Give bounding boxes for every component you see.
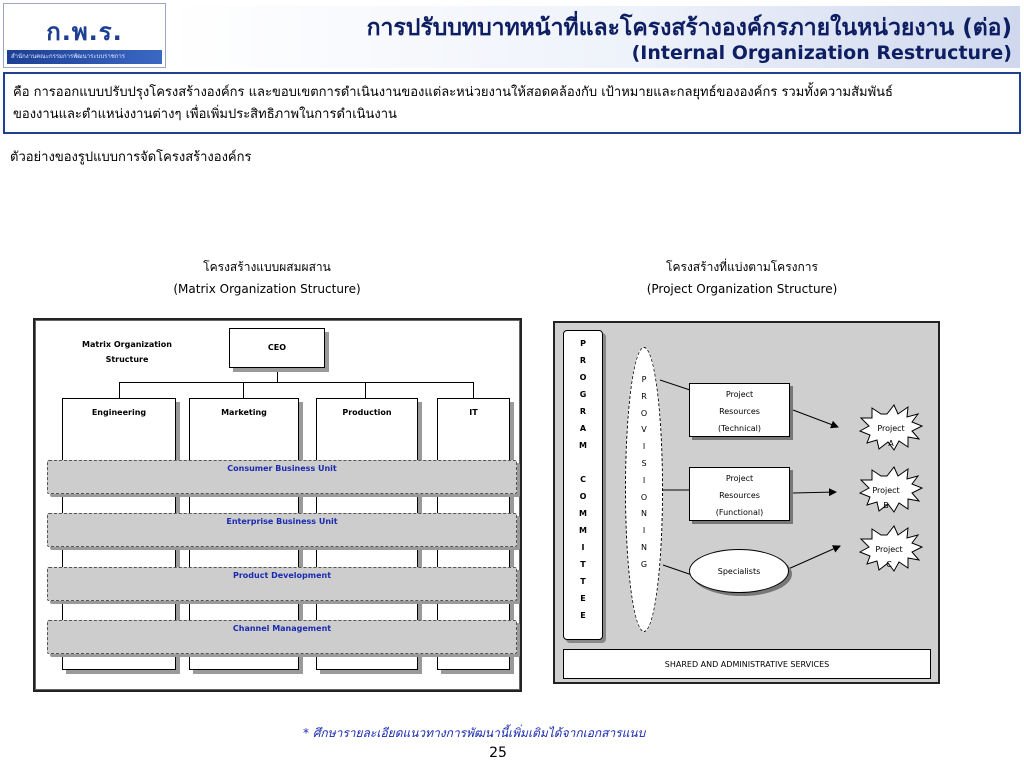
dept-connector-2 [243,382,244,398]
shared-services-bar: SHARED AND ADMINISTRATIVE SERVICES [563,649,931,679]
unit-channel-management: Channel Management [47,620,517,654]
program-committee-letter: E [580,594,586,603]
provisioning-letter: V [641,425,647,435]
project-caption-en: (Project Organization Structure) [646,282,838,296]
prov-to-technical [659,379,691,391]
provisioning-letter: N [641,542,647,552]
project-a-label: Project A [861,419,921,449]
definition-box: คือ การออกแบบปรับปรุงโครงสร้างองค์กร และ… [3,72,1021,134]
project-resources-technical: Project Resources (Technical) [689,383,790,437]
provisioning-letter: P [641,375,647,384]
project-a-line-1: Project [877,424,905,433]
matrix-caption-th: โครงสร้างแบบผสมผสาน [203,260,331,274]
definition-line-2: ของงานและตำแหน่งงานต่างๆ เพื่อเพิ่มประสิ… [13,107,397,122]
technical-line-1: Project [725,390,754,399]
title-band: การปรับบทบาทหน้าที่และโครงสร้างองค์กรภาย… [168,6,1020,68]
project-b-line-1: Project [872,486,900,495]
logo: ก.พ.ร. สำนักงานคณะกรรมการพัฒนาระบบราชการ [3,3,166,68]
project-resources-functional: Project Resources (Functional) [689,467,790,521]
program-committee-letter: I [581,543,585,552]
program-committee-letter: E [580,611,586,620]
program-committee-letter: M [579,509,587,518]
dept-connector-1 [119,382,120,398]
logo-text: ก.พ.ร. [46,18,123,46]
matrix-label-line-1: Matrix Organization [82,340,172,349]
project-c-line-1: Project [875,545,903,554]
unit-product-development: Product Development [47,567,517,601]
program-committee-letter: A [579,424,587,433]
program-committee-letter: O [579,492,587,501]
provisioning-letter: N [641,509,647,519]
provisioning-letter: I [642,526,646,536]
program-committee-letter: T [580,577,586,586]
specialists-ellipse: Specialists [689,549,789,593]
unit-enterprise: Enterprise Business Unit [47,513,517,547]
provisioning-letter: O [640,408,648,418]
arrow-to-project-b [792,488,837,497]
matrix-label-line-2: Structure [105,355,149,364]
program-committee-letter: M [579,441,587,450]
program-committee-letter: O [579,373,587,382]
project-caption-th: โครงสร้างที่แบ่งตามโครงการ [666,260,818,274]
provisioning-letter: G [640,559,648,569]
arrow-to-project-c [785,545,841,571]
functional-line-2: Resources [719,491,760,500]
provisioning-letter: R [641,391,647,401]
project-b-burst [858,466,924,513]
dept-connector-4 [473,382,474,398]
provisioning-letter: S [641,458,647,468]
ceo-box: CEO [229,328,325,368]
program-committee-letter [564,454,602,471]
dept-connector-3 [365,382,366,398]
logo-subtext: สำนักงานคณะกรรมการพัฒนาระบบราชการ [7,50,162,64]
functional-line-1: Project [725,474,754,483]
prov-to-specialists [662,564,693,576]
ceo-connector [277,369,278,382]
program-committee-letter: R [579,407,587,416]
program-committee-letter: R [579,356,587,365]
technical-line-3: (Technical) [718,424,761,433]
functional-line-3: (Functional) [715,508,764,517]
provisioning-letter: I [642,475,646,485]
project-b-label: Project B [856,481,916,511]
page-title-en: (Internal Organization Restructure) [631,42,1012,64]
project-c-burst [858,525,924,572]
arrow-to-project-a [792,409,839,429]
technical-line-2: Resources [719,407,760,416]
dept-connector-bar [119,382,474,383]
provisioning-letter: O [640,492,648,502]
provisioning-letter: I [642,442,646,452]
matrix-label: Matrix Organization Structure [72,337,182,367]
program-committee-letter: M [579,526,587,535]
program-committee-letter: G [579,390,587,399]
examples-subtitle: ตัวอย่างของรูปแบบการจัดโครงสร้างองค์กร [10,150,252,165]
project-a-line-2: A [888,439,894,448]
page-title-th: การปรับบทบาทหน้าที่และโครงสร้างองค์กรภาย… [366,15,1012,41]
program-committee-letter: P [580,339,586,348]
project-c-line-2: C [886,560,892,569]
definition-line-1: คือ การออกแบบปรับปรุงโครงสร้างองค์กร และ… [13,85,893,100]
program-committee-letter: C [580,475,586,484]
unit-consumer: Consumer Business Unit [47,460,517,494]
matrix-caption-en: (Matrix Organization Structure) [173,282,361,296]
project-a-burst [858,404,924,451]
program-committee-letter: T [580,560,586,569]
project-c-label: Project C [859,540,919,570]
footnote: * ศึกษารายละเอียดแนวทางการพัฒนานี้เพิ่มเ… [303,726,646,740]
page-number: 25 [489,745,507,761]
project-b-line-2: B [883,501,889,510]
